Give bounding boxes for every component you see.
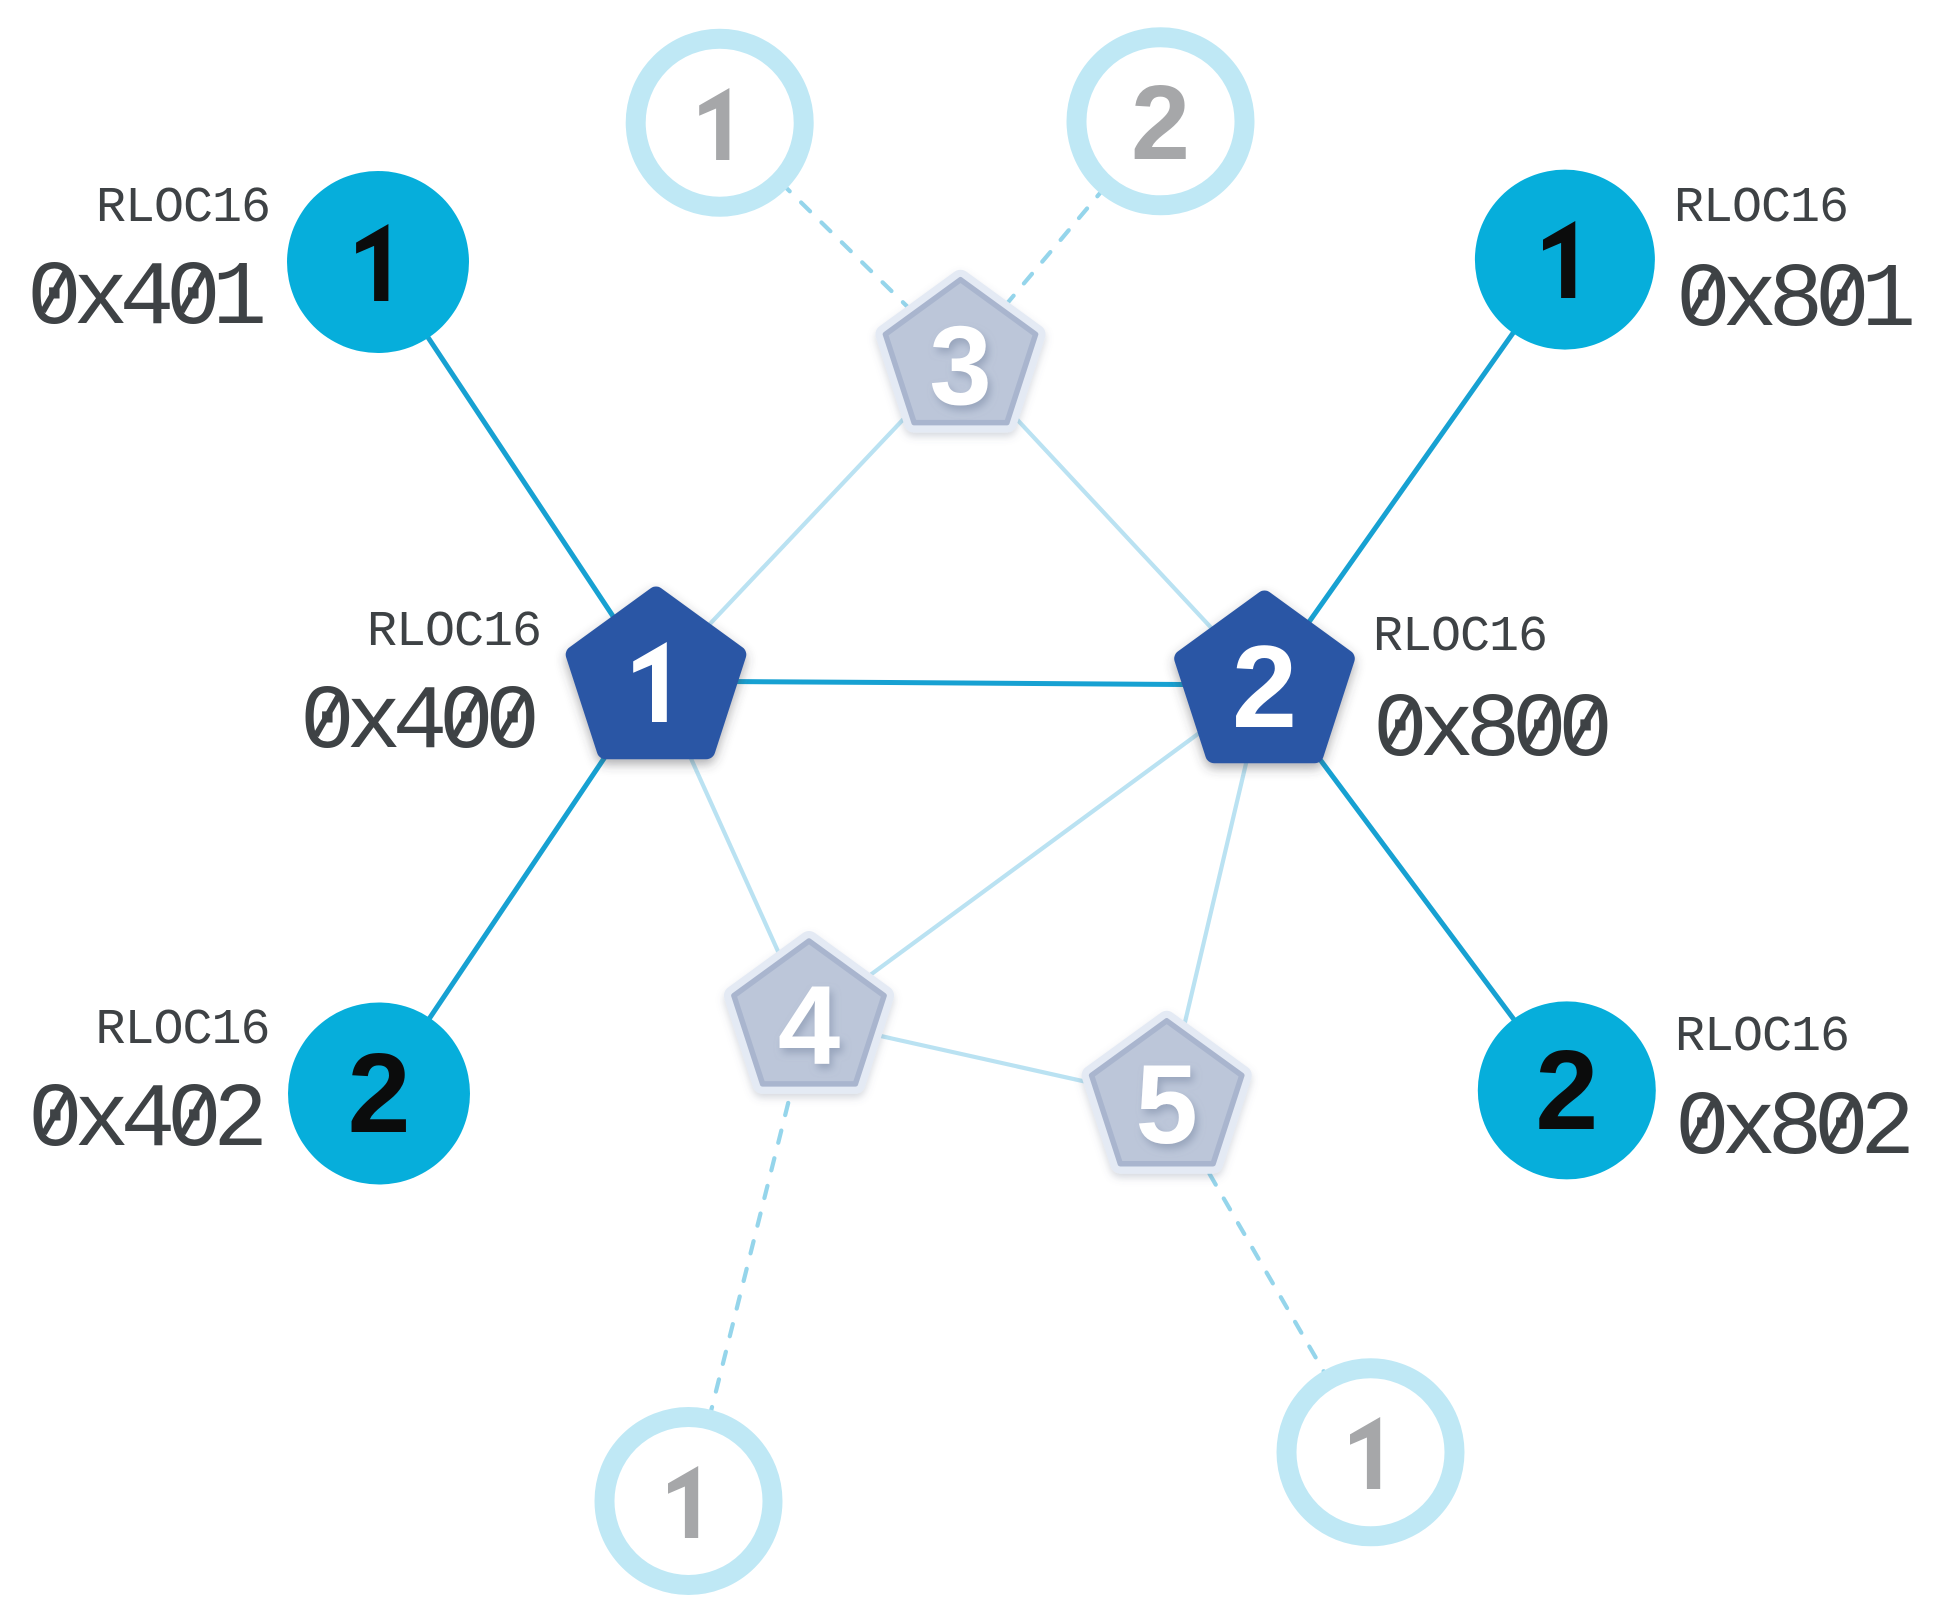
svg-text:2: 2 xyxy=(1232,621,1297,752)
svg-text:3: 3 xyxy=(929,303,991,428)
svg-text:2: 2 xyxy=(1535,1027,1598,1153)
svg-text:0x801: 0x801 xyxy=(1676,250,1912,353)
svg-text:5: 5 xyxy=(1136,1042,1198,1167)
svg-text:RLOC16: RLOC16 xyxy=(96,1002,270,1059)
svg-text:0x401: 0x401 xyxy=(27,248,263,351)
svg-text:2: 2 xyxy=(1131,64,1190,182)
svg-text:4: 4 xyxy=(778,963,840,1088)
svg-text:0x802: 0x802 xyxy=(1675,1078,1909,1181)
svg-text:RLOC16: RLOC16 xyxy=(1674,180,1848,237)
svg-text:RLOC16: RLOC16 xyxy=(1675,1009,1849,1066)
svg-text:0x800: 0x800 xyxy=(1373,680,1608,783)
svg-text:RLOC16: RLOC16 xyxy=(96,180,270,237)
svg-text:0x400: 0x400 xyxy=(300,672,535,775)
svg-text:2: 2 xyxy=(348,1030,411,1156)
svg-text:0x402: 0x402 xyxy=(28,1070,262,1173)
svg-text:RLOC16: RLOC16 xyxy=(367,604,541,661)
svg-text:RLOC16: RLOC16 xyxy=(1373,609,1547,666)
